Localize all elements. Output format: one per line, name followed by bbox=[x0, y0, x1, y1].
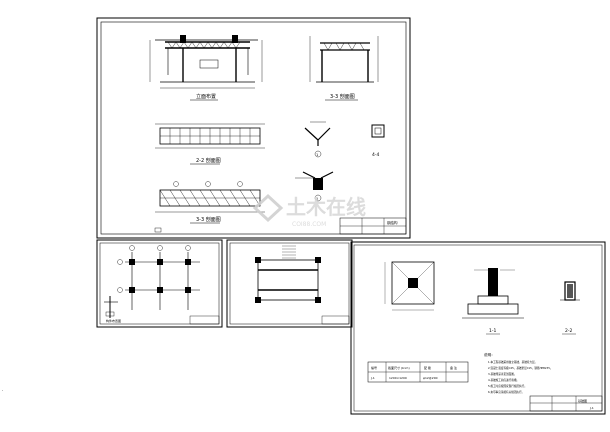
sheet-2-plan-note: 构件布置图 bbox=[106, 318, 121, 323]
footing-plan bbox=[391, 261, 435, 305]
sheet-4-title-number: J-1 bbox=[589, 406, 594, 410]
watermark-main-text: 土木在线 bbox=[286, 195, 366, 219]
note-line-1: 1.本工程基础采用独立基础，基础持力层。 bbox=[488, 360, 537, 364]
notes: 说明： 1.本工程基础采用独立基础，基础持力层。 2.混凝土强度等级C25，基础… bbox=[484, 352, 552, 394]
sheet-1-title-name: 钢结构 bbox=[387, 220, 398, 225]
table-header-id: 编号 bbox=[371, 365, 377, 370]
detail-1-2-drawings: 1 2 bbox=[295, 121, 334, 202]
sheet-4: 1-1 2-2 编号 截面尺寸 (b×h) 配 筋 备 注 J-1 1200×1… bbox=[350, 241, 606, 415]
sheet-2: 构件布置图 bbox=[96, 239, 223, 328]
sheet-1: 立面布置 3-3 剖面图 bbox=[96, 17, 411, 239]
section-3b-drawing: 3-3 剖面图 bbox=[154, 181, 265, 233]
section-3-label: 3-3 剖面图 bbox=[330, 93, 355, 100]
section-3b-label: 3-3 剖面图 bbox=[196, 216, 221, 223]
sheet-4-title-name: 基础图 bbox=[578, 398, 587, 403]
section-2-2-label: 2-2 bbox=[565, 328, 572, 334]
note-line-2: 2.混凝土强度等级C25，基础垫层C15，钢筋HPB235。 bbox=[488, 366, 552, 370]
table-cell-size: 1200×1200 bbox=[389, 376, 407, 380]
sheet-3 bbox=[226, 239, 353, 328]
note-line-3: 3.基础埋深详见剖面图。 bbox=[488, 372, 516, 376]
section-2-label: 2-2 剖面图 bbox=[196, 157, 221, 164]
sheet-4-title-block: 基础图 J-1 bbox=[529, 395, 603, 412]
watermark-sub-text: COI88.COM bbox=[292, 221, 326, 228]
table-cell-id: J-1 bbox=[370, 376, 375, 380]
table-header-notes: 备 注 bbox=[450, 365, 457, 370]
detail-2-label: 2 bbox=[316, 197, 318, 201]
note-line-6: 6.未尽事宜请按有关规范执行。 bbox=[488, 390, 524, 394]
table-cell-rebar: φ12@200 bbox=[423, 376, 438, 380]
corner-mark: · bbox=[2, 388, 3, 393]
elevation-drawing: 立面布置 bbox=[149, 35, 263, 101]
section-1-1-label: 1-1 bbox=[489, 328, 496, 334]
detail-4-label: 4-4 bbox=[372, 152, 379, 158]
foundation-table: 编号 截面尺寸 (b×h) 配 筋 备 注 J-1 1200×1200 φ12@… bbox=[367, 361, 469, 383]
sheet-1-title-block: 钢结构 bbox=[339, 217, 407, 235]
detail-1-label: 1 bbox=[316, 153, 318, 157]
sheet-1-inner-border bbox=[100, 21, 407, 235]
elevation-label: 立面布置 bbox=[196, 93, 216, 100]
table-header-rebar: 配 筋 bbox=[424, 365, 431, 370]
note-line-5: 5.施工时应按国家现行规范执行。 bbox=[488, 384, 527, 388]
section-1-1-drawing: 1-1 bbox=[462, 268, 524, 335]
sheet-1-border bbox=[96, 17, 411, 239]
note-line-4: 4.基础施工前应进行验槽。 bbox=[488, 378, 519, 382]
section-2-2-drawing: 2-2 bbox=[560, 281, 580, 335]
section-2-drawing: 2-2 剖面图 bbox=[155, 123, 265, 165]
table-header-size: 截面尺寸 (b×h) bbox=[388, 365, 410, 370]
section-3-drawing: 3-3 剖面图 bbox=[309, 36, 379, 101]
notes-heading: 说明： bbox=[484, 352, 495, 357]
watermark: 土木在线 COI88.COM bbox=[252, 193, 366, 228]
detail-4-drawing: 4-4 bbox=[371, 124, 385, 158]
